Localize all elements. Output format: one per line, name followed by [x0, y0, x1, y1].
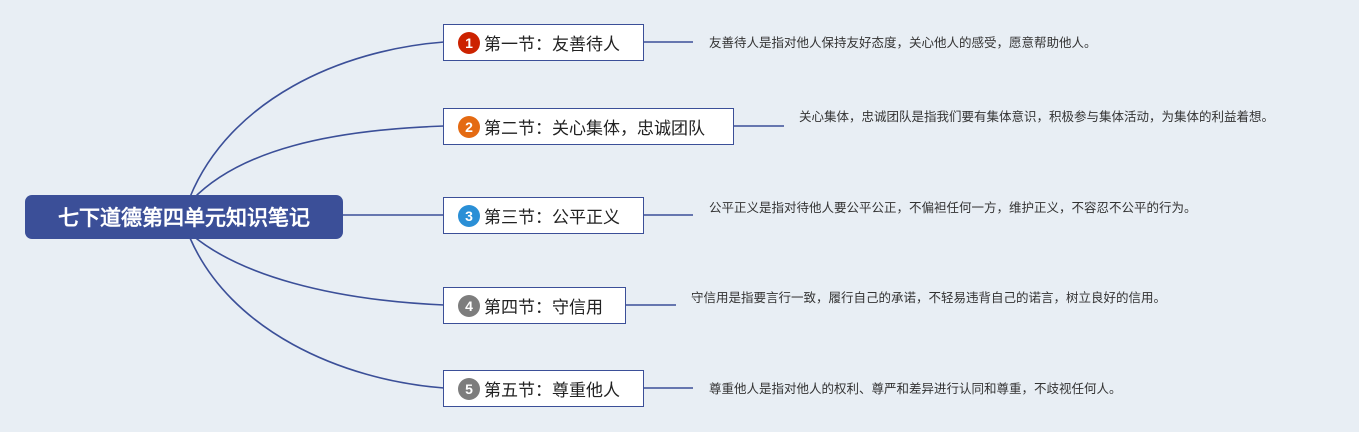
root-title: 七下道德第四单元知识笔记 [58, 206, 310, 230]
section-title: 第三节：公平正义 [484, 208, 620, 228]
section-node-4[interactable]: 4 第四节：守信用 [443, 287, 626, 324]
branch-line-5 [189, 237, 445, 389]
number-badge-icon: 1 [458, 31, 480, 54]
section-title: 第二节：关心集体，忠诚团队 [484, 119, 705, 139]
section-node-5[interactable]: 5 第五节：尊重他人 [443, 370, 644, 407]
section-description-2: 关心集体，忠诚团队是指我们要有集体意识，积极参与集体活动，为集体的利益着想。 [799, 109, 1275, 124]
branch-line-4 [191, 234, 445, 306]
section-description-4: 守信用是指要言行一致，履行自己的承诺，不轻易违背自己的诺言，树立良好的信用。 [691, 290, 1167, 305]
section-title: 第一节：友善待人 [484, 35, 620, 55]
section-node-2[interactable]: 2 第二节：关心集体，忠诚团队 [443, 108, 734, 145]
number-badge-icon: 5 [458, 377, 480, 400]
number-badge-icon: 4 [458, 294, 480, 317]
number-badge-icon: 3 [458, 204, 480, 227]
section-title: 第四节：守信用 [484, 298, 603, 318]
branch-line-2 [191, 125, 445, 201]
section-description-5: 尊重他人是指对他人的权利、尊严和差异进行认同和尊重，不歧视任何人。 [709, 381, 1122, 396]
section-title: 第五节：尊重他人 [484, 381, 620, 401]
root-node[interactable]: 七下道德第四单元知识笔记 [25, 195, 343, 239]
section-node-1[interactable]: 1 第一节：友善待人 [443, 24, 644, 61]
number-badge-icon: 2 [458, 115, 480, 138]
section-description-1: 友善待人是指对他人保持友好态度，关心他人的感受，愿意帮助他人。 [709, 35, 1097, 50]
section-description-3: 公平正义是指对待他人要公平公正，不偏袒任何一方，维护正义，不容忍不公平的行为。 [709, 200, 1197, 215]
branch-line-1 [189, 41, 445, 198]
section-node-3[interactable]: 3 第三节：公平正义 [443, 197, 644, 234]
